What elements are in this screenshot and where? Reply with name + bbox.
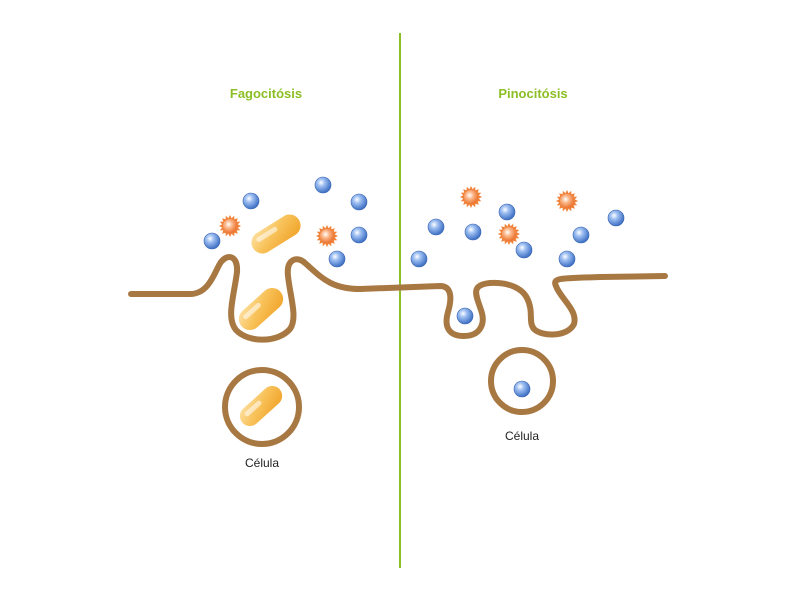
phagosome-caption: Célula	[245, 456, 279, 470]
bacterium-icon	[238, 287, 284, 331]
cell-membrane	[128, 254, 668, 343]
blue-sphere-icon	[498, 203, 516, 221]
spiky-particles	[219, 186, 578, 247]
blue-sphere-icon	[513, 380, 531, 398]
blue-sphere-icon	[242, 192, 260, 210]
blue-sphere-icon	[515, 241, 533, 259]
bacterium-icon	[251, 214, 301, 254]
blue-sphere-icon	[558, 250, 576, 268]
bacterium-icon	[239, 385, 283, 427]
blue-sphere-icon	[314, 176, 332, 194]
blue-sphere-icon	[572, 226, 590, 244]
orange-spiky-particle-icon	[460, 186, 482, 208]
blue-sphere-icon	[410, 250, 428, 268]
orange-spiky-particle-icon	[316, 225, 338, 247]
blue-sphere-icon	[607, 209, 625, 227]
orange-spiky-particle-icon	[498, 223, 520, 245]
blue-sphere-icon	[350, 193, 368, 211]
blue-sphere-icon	[456, 307, 474, 325]
phagosome-vesicle	[222, 367, 302, 447]
pinocytosis-title: Pinocitósis	[498, 86, 567, 101]
blue-sphere-icon	[427, 218, 445, 236]
pinosome-vesicle	[488, 347, 556, 415]
orange-spiky-particle-icon	[556, 190, 578, 212]
blue-sphere-icon	[328, 250, 346, 268]
pinosome-caption: Célula	[505, 429, 539, 443]
blue-sphere-icon	[203, 232, 221, 250]
phagocytosis-title: Fagocitósis	[230, 86, 302, 101]
blue-sphere-icon	[350, 226, 368, 244]
blue-sphere-icon	[464, 223, 482, 241]
orange-spiky-particle-icon	[219, 215, 241, 237]
